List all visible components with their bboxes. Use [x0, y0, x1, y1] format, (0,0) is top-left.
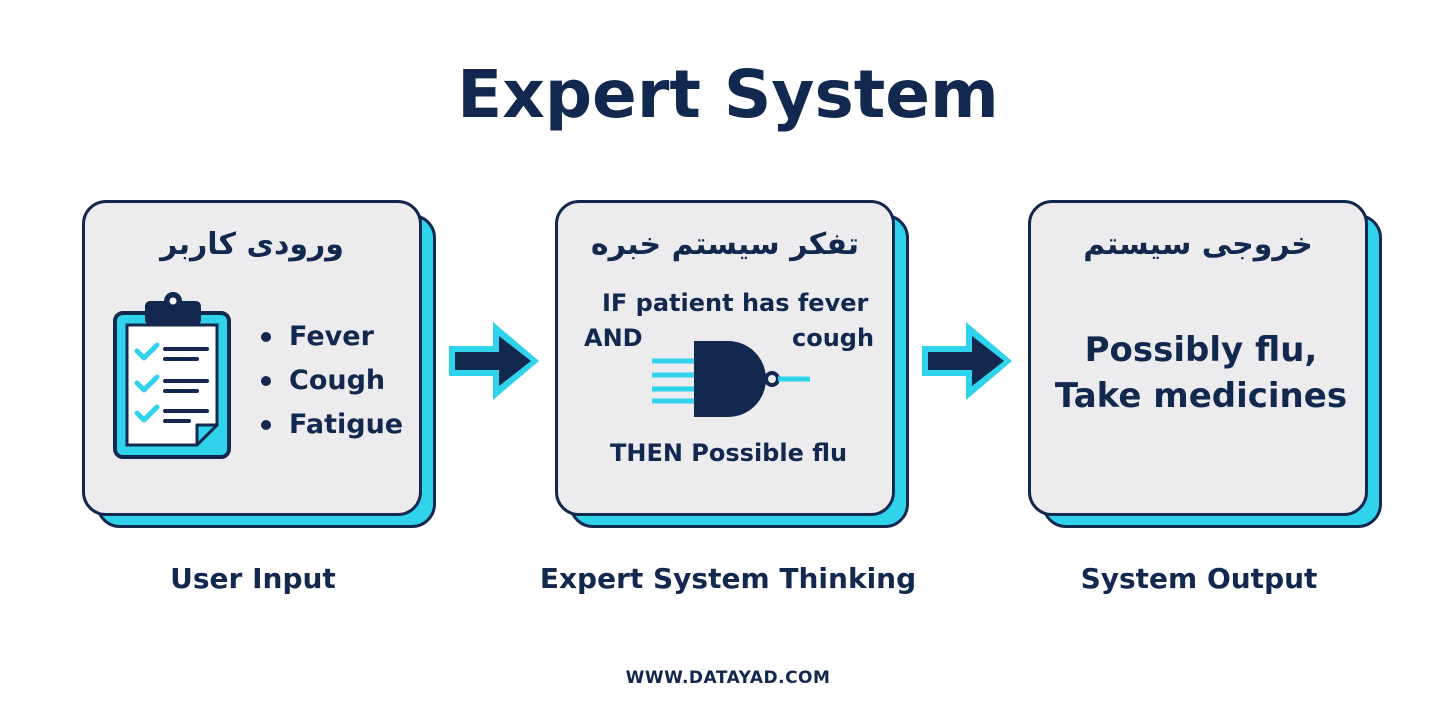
list-item: Fever [261, 315, 403, 359]
caption-user-input: User Input [170, 562, 336, 595]
symptom-label: Fatigue [289, 409, 404, 440]
symptom-label: Cough [289, 365, 386, 396]
clipboard-checklist-icon [113, 292, 231, 459]
rule-and-label: AND [584, 324, 643, 352]
card-panel: خروجی سیستم Possibly flu, Take medicines [1028, 200, 1368, 516]
rule-then-line: THEN Possible flu [610, 439, 848, 467]
footer-url: WWW.DATAYAD.COM [625, 668, 831, 688]
caption-system-output: System Output [1080, 562, 1318, 595]
symptom-list: Fever Cough Fatigue [261, 315, 403, 447]
symptom-label: Fever [289, 321, 374, 352]
card-heading: تفکر سیستم خبره [590, 227, 860, 262]
system-output-card: خروجی سیستم Possibly flu, Take medicines [1028, 200, 1388, 530]
right-arrow-icon [922, 322, 1012, 400]
output-text: Possibly flu, Take medicines [1031, 327, 1371, 419]
right-arrow-icon [449, 322, 539, 400]
bullet-icon [261, 420, 271, 430]
list-item: Cough [261, 359, 403, 403]
expert-thinking-card: تفکر سیستم خبره IF patient has fever AND… [555, 200, 915, 530]
output-line: Possibly flu, [1084, 330, 1318, 370]
card-heading: ورودی کاربر [160, 227, 344, 262]
and-gate-icon [652, 341, 810, 417]
rule-second-condition: cough [792, 324, 875, 352]
diagram-title: Expert System [457, 56, 999, 133]
bullet-icon [261, 376, 271, 386]
card-panel: تفکر سیستم خبره IF patient has fever AND… [555, 200, 895, 516]
list-item: Fatigue [261, 403, 403, 447]
output-line: Take medicines [1054, 376, 1348, 416]
bullet-icon [261, 332, 271, 342]
rule-if-line: IF patient has fever [602, 289, 869, 317]
card-panel: ورودی کاربر Fever Cough Fatigue [82, 200, 422, 516]
caption-expert-thinking: Expert System Thinking [539, 562, 917, 595]
user-input-card: ورودی کاربر Fever Cough Fatigue [82, 200, 442, 530]
card-heading: خروجی سیستم [1083, 227, 1313, 262]
